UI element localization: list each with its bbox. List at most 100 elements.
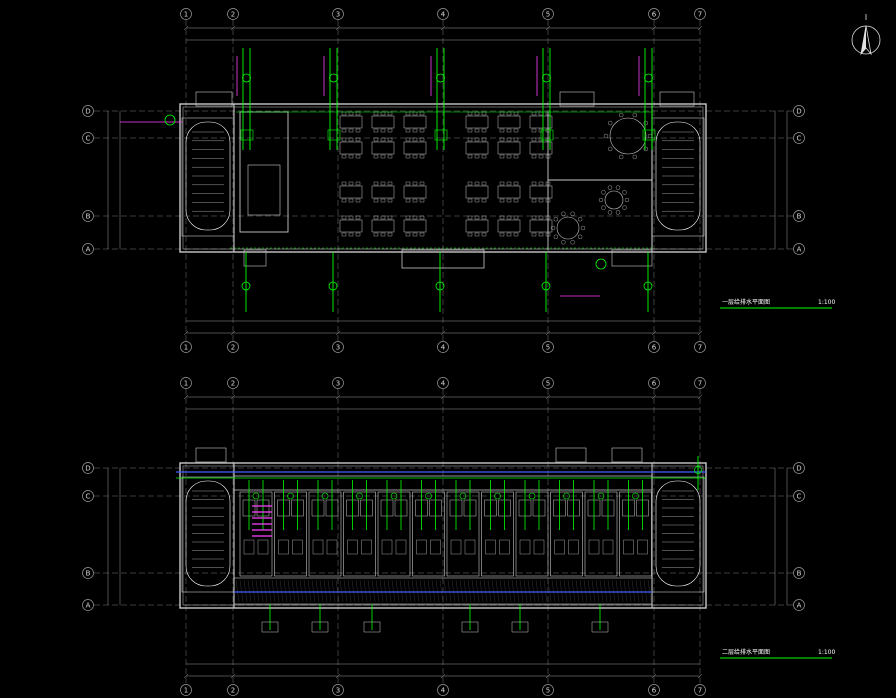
plan-title-block-1: 一层给排水平面图 1:100 bbox=[720, 298, 835, 309]
row-axis-bubble bbox=[793, 599, 805, 611]
drain-symbol bbox=[435, 281, 445, 291]
chair bbox=[348, 232, 354, 237]
column-axis-bubble bbox=[180, 341, 192, 353]
chair bbox=[412, 215, 418, 220]
hatch-line bbox=[331, 579, 336, 603]
hatch-line bbox=[611, 579, 616, 603]
chair bbox=[513, 198, 519, 203]
valve-symbol bbox=[528, 492, 536, 500]
chair bbox=[373, 215, 379, 220]
row-axis-bubble bbox=[82, 132, 94, 144]
hatch-line bbox=[335, 579, 340, 603]
chair bbox=[387, 215, 393, 220]
valve-symbol bbox=[242, 73, 251, 83]
valve-symbol bbox=[694, 466, 702, 474]
toilet bbox=[499, 539, 510, 555]
row-axis-label: B bbox=[86, 213, 91, 221]
hatch-line bbox=[531, 579, 536, 603]
dining-table bbox=[339, 141, 363, 155]
column-axis-bubble bbox=[648, 377, 660, 389]
chair bbox=[355, 181, 361, 186]
chair bbox=[380, 137, 386, 142]
chair bbox=[348, 181, 354, 186]
chair bbox=[499, 111, 505, 116]
valve-symbol bbox=[252, 492, 260, 500]
dining-table bbox=[403, 185, 427, 199]
chair bbox=[373, 154, 379, 159]
chair bbox=[513, 181, 519, 186]
chair bbox=[373, 137, 379, 142]
chair bbox=[387, 154, 393, 159]
chair bbox=[355, 198, 361, 203]
hatch-line bbox=[463, 579, 468, 603]
chair bbox=[341, 128, 347, 133]
hatch-line bbox=[363, 579, 368, 603]
dining-table bbox=[403, 141, 427, 155]
row-axis-bubble bbox=[793, 490, 805, 502]
hatch-line bbox=[639, 579, 644, 603]
dorm-room bbox=[343, 491, 376, 577]
column-axis-label: 3 bbox=[336, 380, 340, 388]
chair bbox=[513, 232, 519, 237]
chair bbox=[341, 111, 347, 116]
hatch-line bbox=[627, 579, 632, 603]
drain-symbol bbox=[328, 281, 338, 291]
north-arrow-icon bbox=[851, 14, 881, 56]
building-inner-wall bbox=[182, 106, 704, 250]
hatch-line bbox=[339, 579, 344, 603]
hatch-line bbox=[547, 579, 552, 603]
dining-table bbox=[339, 115, 363, 129]
valve-symbol bbox=[436, 73, 445, 83]
column-axis-bubble bbox=[694, 341, 706, 353]
hatch-line bbox=[603, 579, 608, 603]
inspection-well bbox=[591, 621, 609, 633]
dorm-room bbox=[515, 491, 549, 577]
chair bbox=[405, 181, 411, 186]
dorm-room bbox=[584, 491, 618, 577]
column-axis-label: 4 bbox=[441, 344, 446, 352]
column-axis-bubble bbox=[180, 377, 192, 389]
column-axis-label: 7 bbox=[698, 380, 702, 388]
chair bbox=[405, 154, 411, 159]
chair bbox=[405, 198, 411, 203]
chair bbox=[531, 198, 537, 203]
hatch-line bbox=[559, 579, 564, 603]
toilet bbox=[588, 539, 600, 555]
row-axis-bubble bbox=[793, 567, 805, 579]
column-axis-bubble bbox=[180, 684, 192, 696]
row-axis-bubble bbox=[82, 599, 94, 611]
chair bbox=[467, 137, 473, 142]
hatch-line bbox=[455, 579, 460, 603]
chair bbox=[467, 128, 473, 133]
stair-tower bbox=[651, 476, 705, 593]
chair bbox=[467, 215, 473, 220]
hatch-line bbox=[479, 579, 484, 603]
valve-symbol bbox=[287, 492, 294, 500]
chair bbox=[387, 137, 393, 142]
chair bbox=[481, 198, 487, 203]
chair bbox=[632, 112, 637, 118]
chair bbox=[412, 232, 418, 237]
chair bbox=[622, 205, 627, 210]
row-axis-bubble bbox=[82, 210, 94, 222]
column-axis-label: 5 bbox=[546, 11, 550, 19]
chair bbox=[506, 137, 512, 142]
dining-table bbox=[465, 115, 489, 129]
hatch-line bbox=[435, 579, 440, 603]
hatch-line bbox=[327, 579, 332, 603]
dining-table bbox=[371, 115, 395, 129]
toilet bbox=[395, 539, 407, 555]
hatch-line bbox=[647, 579, 652, 603]
valve-symbol bbox=[321, 492, 329, 500]
chair bbox=[499, 181, 505, 186]
hatch-line bbox=[383, 579, 388, 603]
chair bbox=[355, 215, 361, 220]
dining-table bbox=[529, 219, 553, 233]
column-axis-label: 1 bbox=[184, 11, 188, 19]
chair bbox=[622, 190, 627, 195]
chair bbox=[607, 210, 613, 215]
row-axis-label: D bbox=[85, 108, 90, 116]
stair-tower bbox=[181, 117, 235, 237]
north-projection bbox=[195, 91, 233, 107]
hatch-line bbox=[323, 579, 328, 603]
